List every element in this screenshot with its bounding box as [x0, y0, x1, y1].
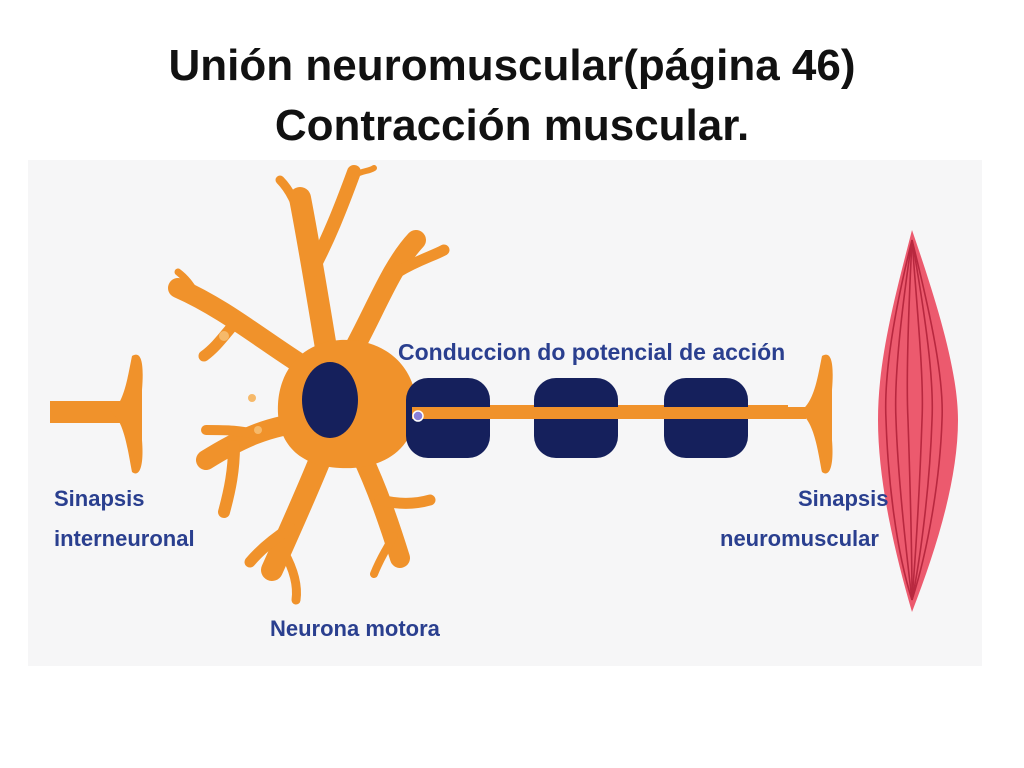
- title-line-2: Contracción muscular.: [274, 101, 750, 150]
- label-synapse-neuro-line1: Sinapsis: [798, 486, 888, 511]
- slide-title: Unión neuromuscular(página 46) Contracci…: [0, 36, 1024, 156]
- nucleus: [302, 362, 358, 438]
- presynaptic-terminal: [50, 354, 143, 474]
- axon: [406, 354, 833, 474]
- synaptic-bulb-right: [798, 354, 833, 474]
- vesicle: [254, 426, 262, 434]
- incoming-axon: [50, 401, 120, 423]
- axon-core: [412, 407, 806, 419]
- action-potential-marker: [412, 410, 424, 422]
- label-synapse-inter-line1: Sinapsis: [54, 486, 144, 511]
- muscle-striations: [884, 239, 944, 601]
- vesicle: [219, 331, 229, 341]
- neuromuscular-diagram: Conduccion do potencial de acción Sinaps…: [28, 160, 982, 666]
- vesicle: [248, 394, 256, 402]
- muscle-fiber: [878, 230, 958, 612]
- title-line-1: Unión neuromuscular(página 46): [168, 41, 856, 90]
- label-synapse-inter-line2: interneuronal: [54, 526, 195, 551]
- cell-body: [219, 331, 417, 469]
- label-synapse-neuro-line2: neuromuscular: [720, 526, 879, 551]
- diagram-svg: Conduccion do potencial de acción Sinaps…: [50, 165, 958, 641]
- synaptic-bulb-left: [110, 354, 143, 474]
- label-conduction: Conduccion do potencial de acción: [398, 339, 785, 365]
- label-motor-neuron: Neurona motora: [270, 616, 441, 641]
- muscle-body: [878, 230, 958, 612]
